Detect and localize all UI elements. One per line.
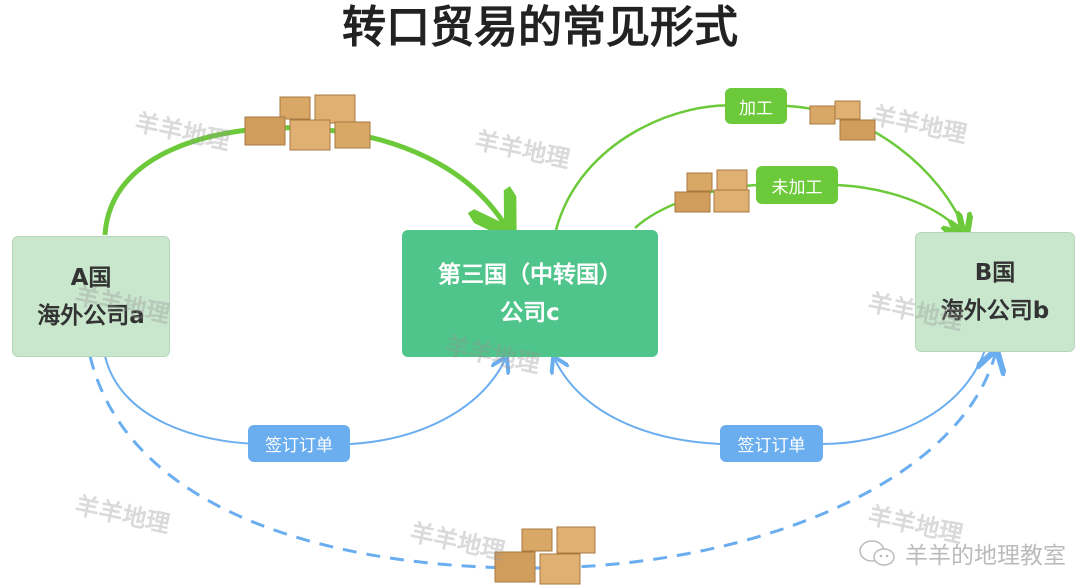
node-a-company: 海外公司a bbox=[37, 302, 145, 329]
order-flow-b-to-c bbox=[555, 350, 986, 445]
label-order-left: 签订订单 bbox=[248, 425, 350, 462]
node-b-company: 海外公司b bbox=[940, 298, 1050, 324]
wechat-icon bbox=[859, 540, 895, 566]
brand-signature: 羊羊的地理教室 bbox=[857, 536, 1066, 570]
order-flow-a-to-c bbox=[104, 356, 505, 445]
cargo-boxes-icon bbox=[244, 94, 371, 151]
label-order-right: 签订订单 bbox=[720, 425, 823, 462]
node-a-country: A国 bbox=[70, 264, 112, 291]
brand-name: 羊羊的地理教室 bbox=[905, 543, 1066, 569]
node-country-b: B国 海外公司b bbox=[915, 232, 1075, 352]
page-title: 转口贸易的常见形式 bbox=[342, 2, 738, 53]
node-c-country: 第三国（中转国） bbox=[438, 261, 622, 288]
label-unprocessed: 未加工 bbox=[756, 166, 838, 204]
node-c-company: 公司c bbox=[500, 299, 560, 326]
cargo-boxes-icon bbox=[674, 169, 750, 213]
cargo-boxes-icon bbox=[494, 526, 596, 585]
label-processed: 加工 bbox=[725, 88, 787, 124]
node-country-a: A国 海外公司a bbox=[12, 236, 170, 357]
cargo-boxes-icon bbox=[809, 100, 876, 141]
node-transit-country-c: 第三国（中转国） 公司c bbox=[402, 230, 658, 357]
node-b-country: B国 bbox=[974, 260, 1016, 286]
